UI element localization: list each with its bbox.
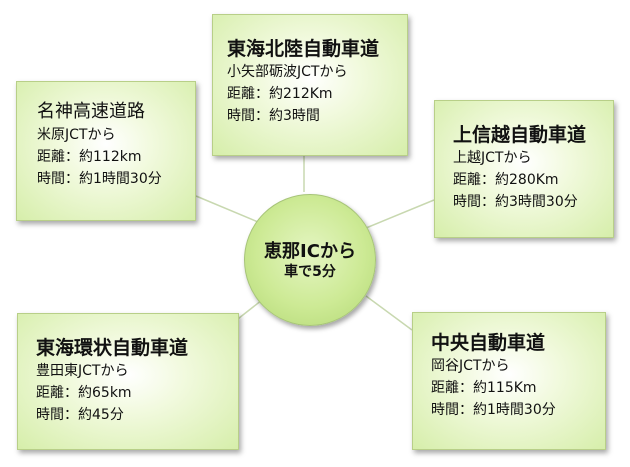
route-distance: 距離：約280Km: [453, 172, 559, 188]
connector-upper-right: [365, 199, 435, 229]
route-box-chuo: 中央自動車道 岡谷JCTから 距離：約115Km 時間：約1時間30分: [412, 312, 606, 450]
route-distance: 距離：約115Km: [431, 380, 537, 396]
route-distance: 距離：約112km: [37, 149, 142, 165]
route-title: 東海環状自動車道: [36, 337, 189, 359]
center-hub: 恵那ICから 車で5分: [244, 194, 376, 326]
route-title: 東海北陸自動車道: [227, 38, 380, 60]
center-title: 恵那ICから: [264, 241, 356, 262]
route-box-joshinetsu: 上信越自動車道 上越JCTから 距離：約280Km 時間：約3時間30分: [434, 100, 614, 238]
route-box-tokai-hokuriku: 東海北陸自動車道 小矢部砺波JCTから 距離：約212Km 時間：約3時間: [212, 14, 408, 156]
route-from: 岡谷JCTから: [431, 358, 510, 374]
center-subtitle: 車で5分: [284, 264, 336, 280]
route-time: 時間：約1時間30分: [431, 402, 556, 418]
route-from: 米原JCTから: [37, 127, 116, 143]
route-title: 中央自動車道: [431, 332, 546, 354]
route-time: 時間：約1時間30分: [37, 171, 162, 187]
route-from: 小矢部砺波JCTから: [227, 64, 348, 80]
route-box-tokai-kanjo: 東海環状自動車道 豊田東JCTから 距離：約65km 時間：約45分: [17, 313, 239, 450]
route-time: 時間：約3時間30分: [453, 194, 578, 210]
route-title: 名神高速道路: [37, 101, 145, 122]
route-distance: 距離：約212Km: [227, 86, 333, 102]
route-box-meishin: 名神高速道路 米原JCTから 距離：約112km 時間：約1時間30分: [16, 81, 196, 221]
connector-upper-left: [195, 195, 259, 223]
route-time: 時間：約45分: [36, 407, 124, 423]
route-time: 時間：約3時間: [227, 108, 320, 124]
route-title: 上信越自動車道: [453, 124, 587, 146]
route-distance: 距離：約65km: [36, 385, 132, 401]
route-from: 上越JCTから: [453, 150, 532, 166]
route-from: 豊田東JCTから: [36, 363, 129, 379]
connector-lower-right: [365, 295, 413, 331]
